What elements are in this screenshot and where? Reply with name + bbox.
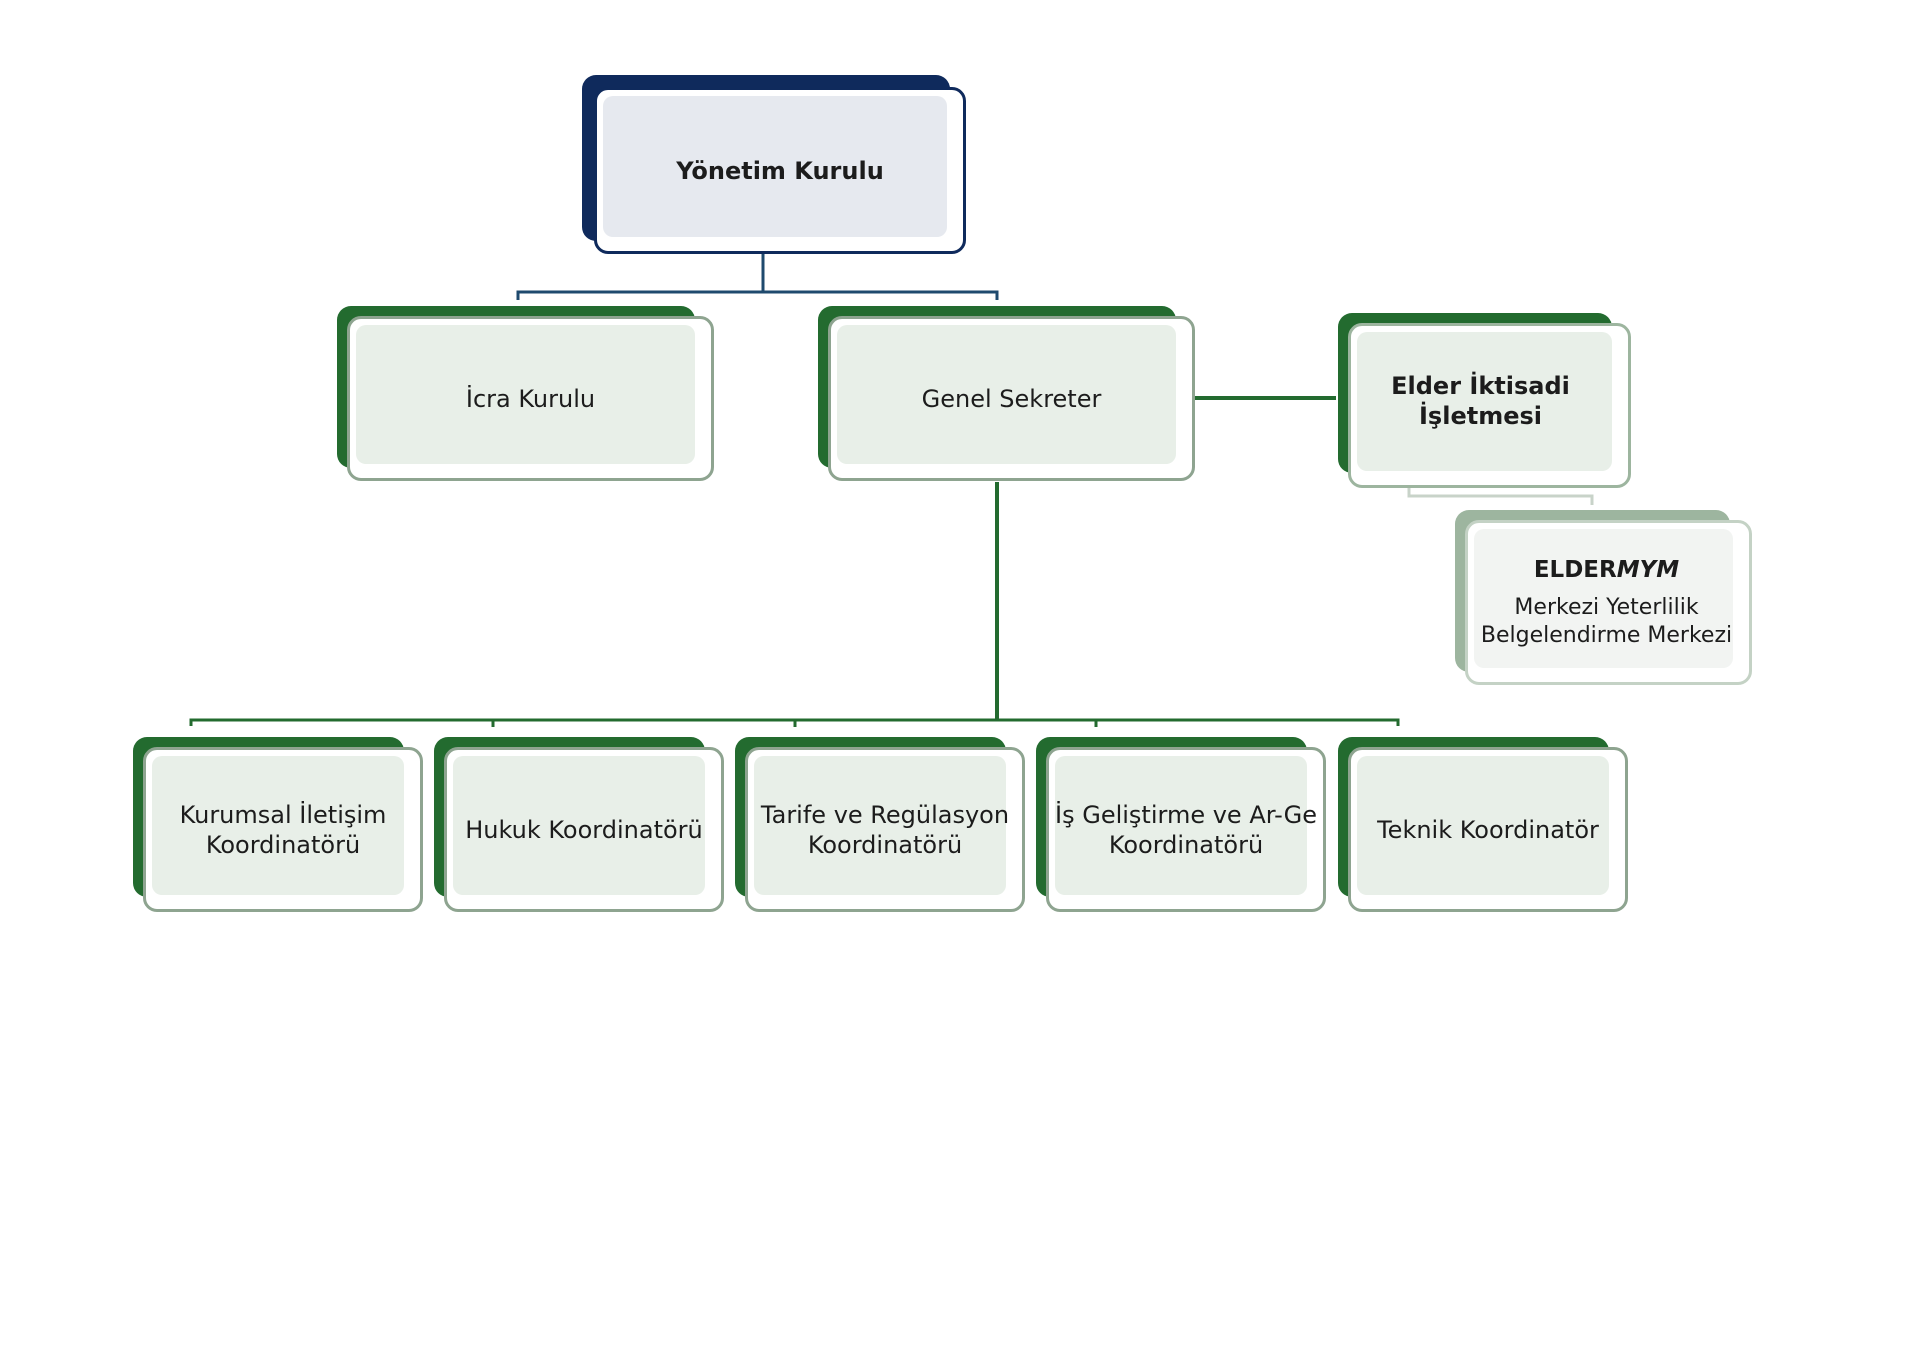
connector-enterprise-to-center [1407,487,1594,505]
node-label: İş Geliştirme ve Ar-Ge Koordinatörü [1055,800,1317,859]
node-label: Yönetim Kurulu [676,156,884,185]
node-label: Genel Sekreter [921,384,1102,413]
center-title: ELDERMYM [1534,556,1679,585]
node-label: Tarife ve Regülasyon Koordinatörü [760,800,1010,859]
node-label: Kurumsal İletişim Koordinatörü [179,800,387,859]
node-label: Hukuk Koordinatörü [465,815,703,844]
center-subtitle: Merkezi Yeterlilik Belgelendirme Merkezi [1480,595,1733,648]
connector-coordinator-bus [189,718,1400,727]
node-label: İcra Kurulu [465,384,596,413]
center-title-plain: ELDER [1533,556,1617,583]
center-title-italic: MYM [1616,556,1680,583]
node-label: Teknik Koordinatör [1377,815,1599,844]
node-label: Elder İktisadi İşletmesi [1391,371,1570,430]
connector-top-to-level2 [516,254,999,300]
